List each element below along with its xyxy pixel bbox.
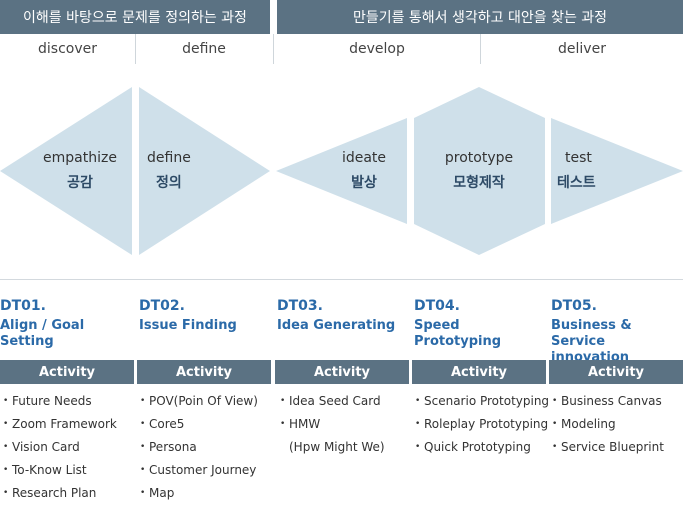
shape-empathize	[0, 87, 132, 255]
stage-en-label: test	[565, 150, 592, 166]
dt-column-3: DT03. Idea Generating	[277, 296, 412, 334]
stage-en-label: prototype	[444, 150, 514, 166]
section-divider	[0, 279, 683, 280]
phase-divider	[273, 34, 274, 64]
phase-develop: develop	[349, 41, 405, 57]
double-diamond-diagram	[0, 87, 683, 255]
list-item: Vision Card	[3, 436, 117, 459]
activity-header: Activity	[549, 360, 683, 384]
list-item: Service Blueprint	[552, 436, 664, 459]
shape-prototype	[414, 87, 545, 255]
phase-divider	[480, 34, 481, 64]
dt-title: Issue Finding	[139, 318, 237, 333]
list-item: Modeling	[552, 413, 664, 436]
stage-define: define 정의	[147, 148, 207, 194]
list-item: HMW	[280, 413, 385, 436]
dt-title: Idea Generating	[277, 318, 396, 333]
list-item: POV(Poin Of View)	[140, 390, 258, 413]
shape-ideate	[276, 118, 407, 224]
phase-discover: discover	[38, 41, 97, 57]
list-item: Roleplay Prototyping	[415, 413, 549, 436]
activity-list-5: Business Canvas Modeling Service Bluepri…	[552, 390, 664, 459]
list-item: Research Plan	[3, 482, 117, 505]
dt-title: Align / Goal Setting	[0, 318, 85, 349]
stage-prototype: prototype 모형제작	[429, 148, 529, 194]
list-item: Customer Journey	[140, 459, 258, 482]
stage-en-label: empathize	[43, 150, 117, 166]
stage-ideate: ideate 발상	[324, 148, 404, 194]
stage-en-label: ideate	[341, 150, 387, 166]
activity-list-3: Idea Seed Card HMW (Hpw Might We)	[280, 390, 385, 459]
phase-deliver: deliver	[558, 41, 606, 57]
dt-code: DT05.	[551, 298, 597, 314]
list-item: Map	[140, 482, 258, 505]
activity-header: Activity	[275, 360, 409, 384]
stage-en-label: define	[147, 150, 191, 166]
list-item: Persona	[140, 436, 258, 459]
phase-define: define	[182, 41, 226, 57]
list-item: Quick Prototyping	[415, 436, 549, 459]
dt-code: DT04.	[414, 298, 460, 314]
list-item: (Hpw Might We)	[289, 440, 385, 454]
activity-list-2: POV(Poin Of View) Core5 Persona Customer…	[140, 390, 258, 505]
stage-ko-label: 발상	[351, 175, 377, 191]
dt-column-1: DT01. Align / Goal Setting	[0, 296, 135, 350]
activity-list-1: Future Needs Zoom Framework Vision Card …	[3, 390, 117, 505]
list-item: Scenario Prototyping	[415, 390, 549, 413]
list-item: Future Needs	[3, 390, 117, 413]
stage-ko-label: 정의	[156, 175, 182, 191]
phase-divider	[135, 34, 136, 64]
activity-header: Activity	[412, 360, 546, 384]
list-item: Zoom Framework	[3, 413, 117, 436]
activity-header: Activity	[137, 360, 271, 384]
list-item: Core5	[140, 413, 258, 436]
dt-code: DT02.	[139, 298, 185, 314]
stage-ko-label: 테스트	[557, 175, 596, 191]
header-understand-define: 이해를 바탕으로 문제를 정의하는 과정	[0, 0, 270, 34]
dt-code: DT01.	[0, 298, 46, 314]
stage-test: test 테스트	[557, 148, 627, 194]
dt-code: DT03.	[277, 298, 323, 314]
activity-header: Activity	[0, 360, 134, 384]
stage-ko-label: 공감	[67, 175, 93, 191]
header-make-alternatives: 만들기를 통해서 생각하고 대안을 찾는 과정	[277, 0, 683, 34]
shape-define	[139, 87, 270, 255]
stage-empathize: empathize 공감	[30, 148, 130, 194]
activity-list-4: Scenario Prototyping Roleplay Prototypin…	[415, 390, 549, 459]
dt-title: Speed Prototyping	[414, 318, 502, 349]
stage-ko-label: 모형제작	[453, 175, 505, 191]
dt-column-4: DT04. Speed Prototyping	[414, 296, 549, 350]
list-item: Idea Seed Card	[280, 390, 385, 413]
list-item: Business Canvas	[552, 390, 664, 413]
shape-test	[551, 118, 683, 224]
dt-column-2: DT02. Issue Finding	[139, 296, 274, 334]
list-item: To-Know List	[3, 459, 117, 482]
